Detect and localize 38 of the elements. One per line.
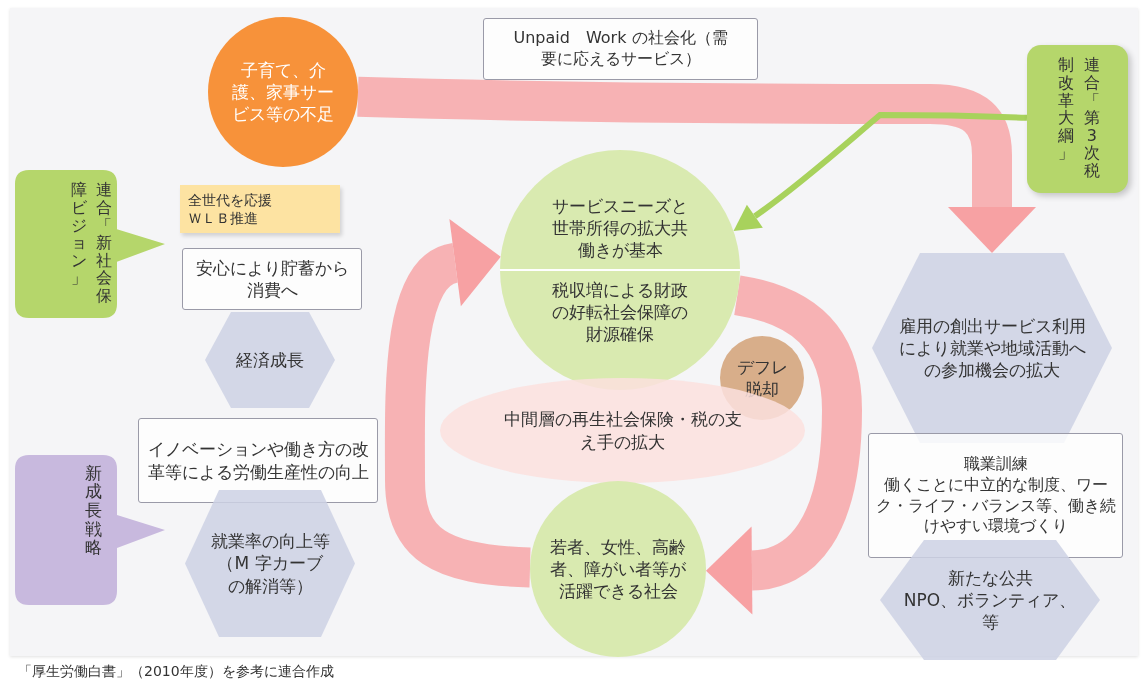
node-text: NPO、ボランティア、等 xyxy=(902,588,1078,634)
node-text: 新たな公共 xyxy=(947,566,1033,589)
node-text: デフレ脱却 xyxy=(735,355,789,401)
text-box xyxy=(138,418,378,503)
hexagon-node xyxy=(185,490,355,637)
node-text: Unpaid Work の社会化（需要に応えるサービス） xyxy=(513,28,728,70)
caption: 「厚生労働白書」（2010年度）を参考に連合作成 xyxy=(18,662,334,681)
ellipse-node xyxy=(440,378,805,483)
text-box xyxy=(868,433,1123,558)
arrow xyxy=(706,275,862,615)
vertical-text: 連合「第3次税制改革大綱」 xyxy=(1058,56,1100,182)
vertical-text: 新成長戦略 xyxy=(84,463,102,557)
rounded-box xyxy=(1027,45,1128,193)
node-text: 中間層の再生社会保険・税の支え手の拡大 xyxy=(502,408,743,453)
node-text: ＷＬＢ推進 xyxy=(188,209,258,228)
node-text: 職業訓練 xyxy=(963,453,1028,475)
circle-node xyxy=(530,481,706,657)
node-text: 安心により貯蓄から消費へ xyxy=(194,256,350,302)
note-label xyxy=(180,185,340,233)
node-text: 経済成長 xyxy=(236,348,304,372)
hexagon-node xyxy=(205,312,335,408)
speech-bubble xyxy=(15,170,165,318)
arrow xyxy=(357,76,1036,253)
text-box xyxy=(182,248,362,310)
node-text: 働くことに中立的な制度、ワーク・ライフ・バランス等、働き続けやすい環境づくり xyxy=(875,474,1116,538)
node-text: 子育て、介護、家事サービス等の不足 xyxy=(231,58,335,126)
vertical-text: 連合「新社会保障ビジョン」 xyxy=(70,181,113,307)
node-text: 雇用の創出サービス利用により就業や地域活動への参加機会の拡大 xyxy=(897,314,1087,382)
node-text: 税収増による財政の好転社会保障の財源確保 xyxy=(551,279,689,346)
text-box xyxy=(483,18,758,80)
arrow xyxy=(733,112,1028,232)
node-text: サービスニーズと世帯所得の拡大共働きが基本 xyxy=(551,194,689,261)
node-text: イノベーションや働き方の改革等による労働生産性の向上 xyxy=(146,438,370,483)
node-text: 全世代を応援 xyxy=(188,190,272,209)
circle-node xyxy=(208,17,358,167)
node-text: 若者、女性、高齢者、障がい者等が活躍できる社会 xyxy=(549,535,687,603)
hexagon-node xyxy=(880,540,1100,660)
node-text: 就業率の向上等（M 字カーブの解消等） xyxy=(210,530,330,597)
